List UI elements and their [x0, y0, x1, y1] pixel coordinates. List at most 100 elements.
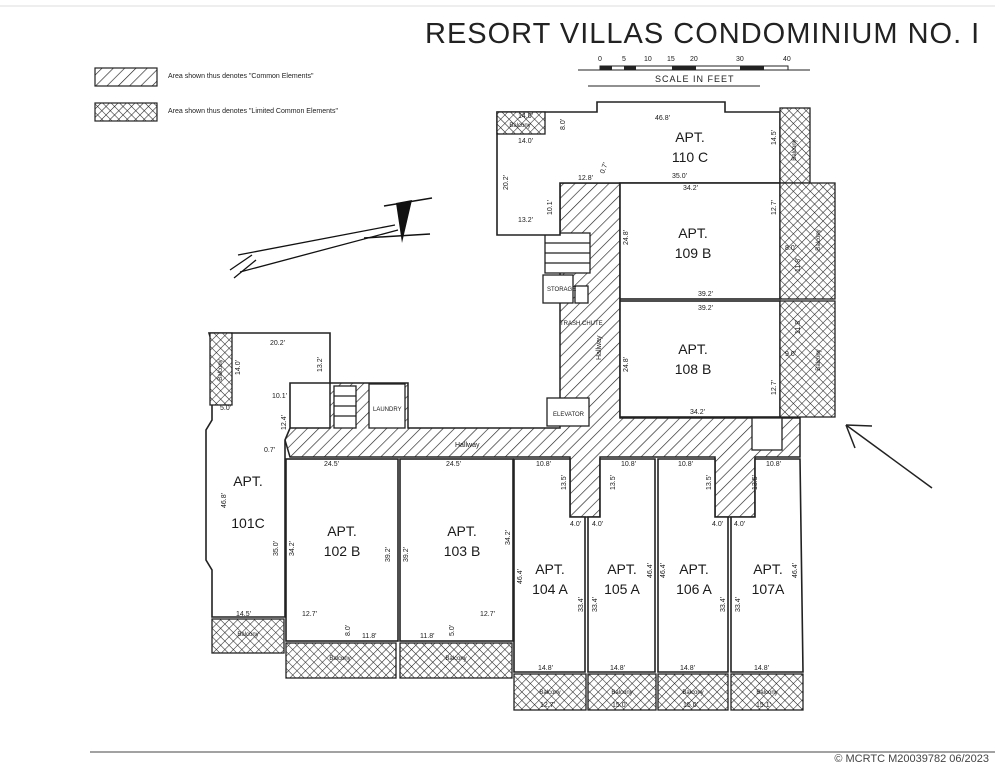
page-title: RESORT VILLAS CONDOMINIUM NO. I — [425, 18, 981, 50]
dimension-label: 14.8' — [754, 665, 769, 672]
dimension-label: 46.4' — [647, 563, 654, 578]
dimension-label: 15.1' — [756, 702, 771, 709]
scale-tick: 15 — [667, 56, 675, 63]
trash-chute-label: TRASH CHUTE — [560, 321, 603, 327]
balcony-label-108: Balcony — [816, 349, 822, 370]
dimension-label: 12.7' — [771, 380, 778, 395]
unit-103-label-2: 103 B — [444, 543, 481, 559]
unit-106-label-1: APT. — [679, 561, 709, 577]
unit-105-label-1: APT. — [607, 561, 637, 577]
copyright-text: © MCRTC M20039782 06/2023 — [834, 753, 989, 765]
unit-110-label-2: 110 C — [672, 149, 708, 165]
scale-ticks: 0 5 10 15 20 30 40 — [598, 56, 798, 66]
dimension-label: 9.0' — [785, 351, 796, 358]
hallway-vertical-label: Hallway — [596, 335, 603, 360]
unit-102-label-2: 102 B — [324, 543, 361, 559]
dimension-label: 39.2' — [698, 305, 713, 312]
unit-104-label-2: 104 A — [532, 581, 568, 597]
hallway-main-label: Hallway — [455, 442, 480, 449]
scale-tick: 0 — [598, 56, 602, 63]
balcony-label-109: Balcony — [816, 229, 822, 250]
unit-104-label-1: APT. — [535, 561, 565, 577]
unit-102-label-1: APT. — [327, 523, 357, 539]
storage-label: STORAGE — [547, 287, 576, 293]
dimension-label: 46.4' — [517, 569, 524, 584]
dimension-label: 8.0' — [345, 625, 352, 636]
unit-109-label-1: APT. — [678, 225, 708, 241]
legend-limited-swatch — [94, 102, 158, 122]
dimension-label: 39.2' — [698, 291, 713, 298]
dimension-label: 12.8' — [578, 175, 593, 182]
dimension-label: 33.4' — [578, 597, 585, 612]
dimension-label: 12.4' — [281, 415, 288, 430]
dimension-label: 5.0' — [449, 625, 456, 636]
balcony-label-107: Balcony — [756, 690, 777, 696]
unit-108-label-1: APT. — [678, 341, 708, 357]
dimension-label: 35.0' — [273, 541, 280, 556]
dimension-label: 11.8' — [362, 633, 376, 640]
unit-108-label-2: 108 B — [675, 361, 712, 377]
balcony-label-110-side: Balcony — [792, 139, 798, 160]
legend-common-swatch — [94, 67, 158, 87]
dimension-label: 14.8' — [538, 665, 553, 672]
unit-107-label-1: APT. — [753, 561, 783, 577]
dimension-label: 24.5' — [324, 461, 339, 468]
dimension-label: 39.2' — [385, 547, 392, 562]
balcony-label-110: Balcony — [509, 123, 530, 129]
balcony-label-105: Balcony — [611, 690, 632, 696]
dimension-label: 13.2' — [317, 357, 324, 372]
dimension-label: 34.2' — [505, 530, 512, 545]
dimension-label: 10.8' — [766, 461, 781, 468]
dimension-label: 4.0' — [734, 521, 745, 528]
dimension-label: 4.0' — [712, 521, 723, 528]
dimension-label: 24.8' — [623, 230, 630, 245]
dimension-label: 14.8' — [680, 665, 695, 672]
dimension-label: 11.8' — [795, 320, 802, 334]
dimension-label: 13.2' — [518, 217, 533, 224]
dimension-label: 46.8' — [655, 115, 670, 122]
service-rooms — [333, 232, 783, 451]
laundry-label: LAUNDRY — [373, 407, 402, 413]
room-labels: STORAGE TRASH CHUTE ELEVATOR LAUNDRY Hal… — [373, 287, 603, 449]
dimension-label: 13.5' — [610, 475, 617, 490]
dimension-label: 33.4' — [735, 597, 742, 612]
unit-labels: APT. 110 C APT. 109 B APT. 108 B APT. 10… — [231, 129, 785, 597]
dimension-label: 13.5' — [706, 475, 713, 490]
scale-label: SCALE IN FEET — [655, 74, 735, 84]
dimension-label: 39.2' — [403, 547, 410, 562]
dimension-label: 15.0' — [683, 702, 698, 709]
legend-common-text: Area shown thus denotes "Common Elements… — [168, 73, 314, 80]
dimension-label: 10.1' — [547, 200, 554, 215]
dimension-label: 12.7' — [540, 702, 555, 709]
dimension-label: 35.0' — [672, 173, 687, 180]
dimension-label: 15.0' — [612, 702, 627, 709]
elevator-label: ELEVATOR — [553, 412, 585, 418]
scale-tick: 20 — [690, 56, 698, 63]
balcony-label-102: Balcony — [329, 656, 350, 662]
unit-106-label-2: 106 A — [676, 581, 712, 597]
dimension-label: 14.0' — [518, 138, 533, 145]
scale-tick: 10 — [644, 56, 652, 63]
unit-103-label-1: APT. — [447, 523, 477, 539]
balcony-label-101: Balcony — [237, 632, 258, 638]
balcony-labels: Balcony Balcony Balcony Balcony Balcony … — [218, 123, 822, 696]
unit-109-label-2: 109 B — [675, 245, 712, 261]
dimension-label: 10.8' — [621, 461, 636, 468]
dimension-label: 20.2' — [503, 175, 510, 190]
dimension-label: 46.4' — [792, 563, 799, 578]
dimension-labels: 14.0' 8.0' 46.8' 14.5' 14.0' 20.2' 13.2'… — [220, 113, 802, 709]
dimension-label: 4.0' — [570, 521, 581, 528]
unit-105-label-2: 105 A — [604, 581, 640, 597]
unit-110-label-1: APT. — [675, 129, 705, 145]
dimension-label: 46.4' — [660, 563, 667, 578]
unit-101-label-1: APT. — [233, 473, 263, 489]
balcony-label-103: Balcony — [445, 656, 466, 662]
dimension-label: 14.5' — [236, 611, 251, 618]
balcony-label-106: Balcony — [682, 690, 703, 696]
dimension-label: 11.8' — [420, 633, 434, 640]
scale-tick: 5 — [622, 56, 626, 63]
dimension-label: 0.7' — [264, 447, 275, 454]
unit-107-label-2: 107A — [752, 581, 785, 597]
dimension-label: 10.1' — [272, 393, 287, 400]
dimension-label: 20.2' — [270, 340, 285, 347]
